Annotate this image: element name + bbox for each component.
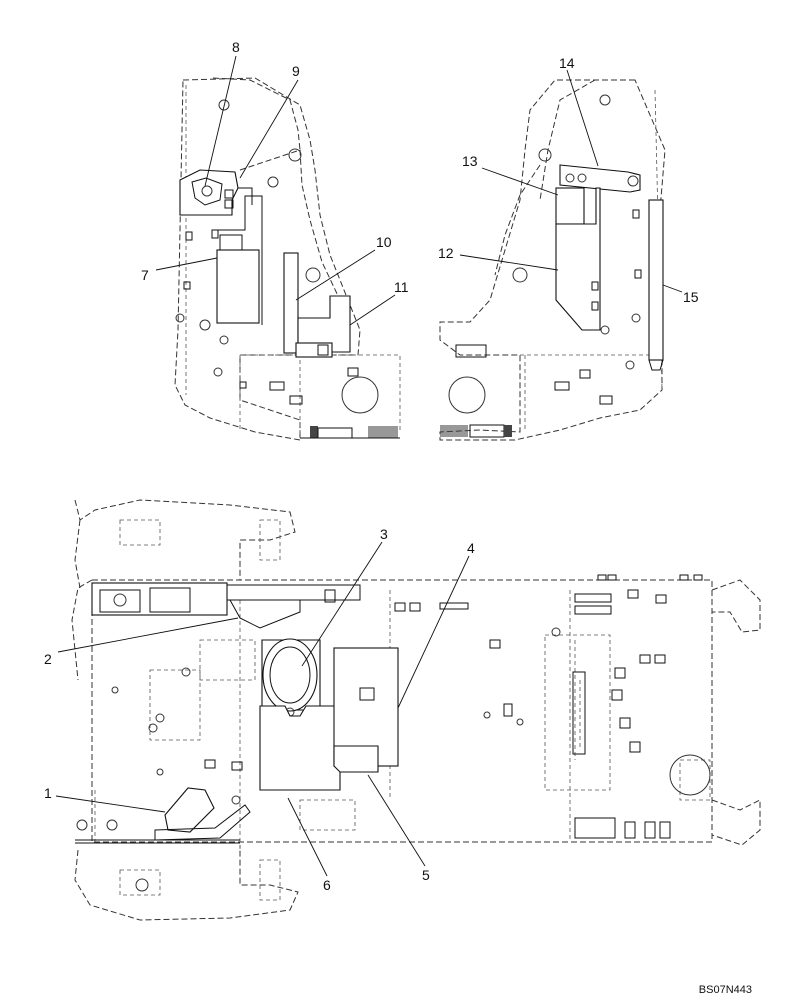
callout-9: 9	[292, 63, 300, 79]
right-side-panel-view	[439, 79, 666, 441]
callout-13: 13	[462, 153, 478, 169]
left-side-panel-view	[174, 77, 401, 441]
callout-4: 4	[467, 540, 475, 556]
callout-10: 10	[376, 234, 392, 250]
callout-15: 15	[683, 289, 699, 305]
callout-2: 2	[44, 651, 52, 667]
callout-3: 3	[380, 526, 388, 542]
callout-11: 11	[394, 279, 409, 295]
drawing-code: BS07N443	[699, 984, 752, 996]
callout-1: 1	[44, 785, 52, 801]
callout-labels: 8 9 7 10 11 13 14 12 15 3 4 2 1 6 5	[44, 39, 699, 893]
callout-14: 14	[559, 55, 575, 71]
leader-lines	[55, 55, 683, 877]
chassis-plan-view	[71, 499, 761, 921]
callout-7: 7	[141, 267, 149, 283]
callout-6: 6	[323, 877, 331, 893]
callout-12: 12	[438, 245, 454, 261]
callout-5: 5	[422, 867, 430, 883]
callout-8: 8	[232, 39, 240, 55]
